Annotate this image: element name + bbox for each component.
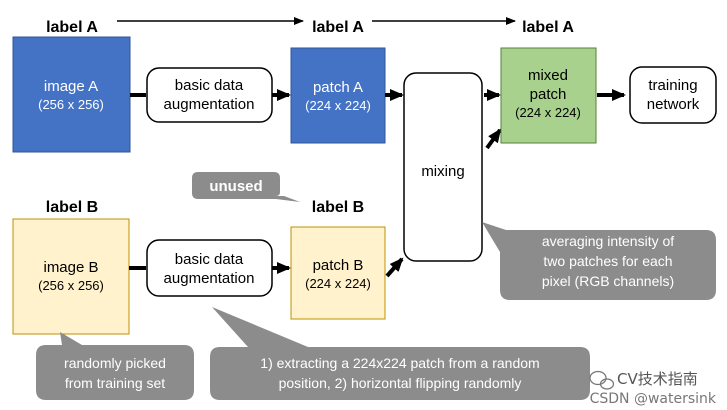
patch-a-size: (224 x 224) [305,98,371,113]
label-a-source: label A [46,19,98,36]
averaging-line3: pixel (RGB channels) [542,273,674,289]
augmentation-bottom-line2: augmentation [164,270,255,287]
wechat-icon [589,370,615,390]
unused-callout [192,172,300,202]
unused-text: unused [209,178,262,195]
extracting-callout [210,307,590,400]
mixed-patch-line2: patch [530,86,567,103]
augmentation-box-bottom [146,239,273,297]
augmentation-bottom-line1: basic data [175,251,244,268]
label-a-mixed: label A [522,19,574,36]
watermark-credit: CSDN @watersink [590,391,717,407]
patch-a-box [290,47,386,144]
mixing-box [403,72,483,262]
image-b-size: (256 x 256) [38,278,104,293]
extracting-line2: position, 2) horizontal flipping randoml… [279,375,522,391]
image-a-label: image A [44,78,98,95]
image-a-box [12,36,131,153]
image-b-box [12,218,130,335]
mixed-patch-size: (224 x 224) [515,105,581,120]
randomly-picked-line1: randomly picked [64,355,166,371]
label-a-patch: label A [312,19,364,36]
patch-b-size: (224 x 224) [305,276,371,291]
averaging-callout [482,222,716,300]
image-a-size: (256 x 256) [38,97,104,112]
arrow-mixing-to-mixed-diag [485,128,502,150]
label-b-source: label B [46,199,98,216]
patch-b-box [290,226,386,320]
mixed-patch-box [500,47,597,144]
mixing-label: mixing [421,163,464,180]
mixed-patch-line1: mixed [528,67,568,84]
label-b-patch: label B [312,199,364,216]
image-b-label: image B [43,259,98,276]
arrow-patch-b-to-mixing [385,257,404,278]
training-network-box [629,66,717,124]
randomly-picked-callout [36,332,194,400]
training-network-line1: training [648,77,697,94]
augmentation-top-line1: basic data [175,77,244,94]
watermark-brand: CV技术指南 [617,370,698,388]
augmentation-top-line2: augmentation [164,96,255,113]
averaging-line1: averaging intensity of [542,233,674,249]
averaging-line2: two patches for each [543,253,672,269]
patch-b-label: patch B [313,257,364,274]
training-network-line2: network [647,96,700,113]
patch-a-label: patch A [313,79,363,96]
extracting-line1: 1) extracting a 224x224 patch from a ran… [260,355,539,371]
randomly-picked-line2: from training set [65,375,165,391]
